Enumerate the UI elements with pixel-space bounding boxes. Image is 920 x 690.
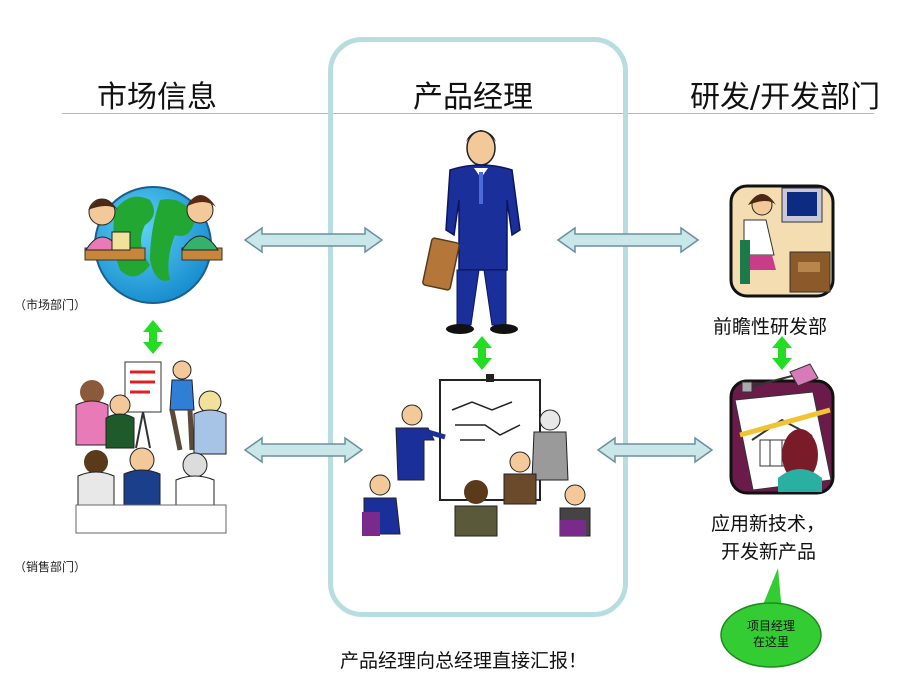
- apply-tech-label-line2: 开发新产品: [721, 541, 817, 563]
- header-product-manager: 产品经理: [413, 80, 533, 115]
- sales-audience-illustration: [75, 360, 227, 534]
- bubble-text: 项目经理 在这里: [731, 618, 811, 650]
- globe-phone-illustration: [84, 186, 223, 304]
- green-arrow-pm-meeting: [472, 336, 492, 370]
- header-divider: [62, 113, 874, 114]
- bubble-line-2: 在这里: [752, 635, 789, 649]
- project-manager-bubble: [720, 568, 822, 668]
- arrow-meeting-to-newproduct: [596, 436, 714, 464]
- green-arrow-market-sales: [143, 320, 163, 354]
- new-product-illustration: [729, 363, 835, 495]
- bubble-line-1: 项目经理: [746, 619, 795, 633]
- header-market-info: 市场信息: [97, 80, 217, 115]
- header-rd-department: 研发/开发部门: [690, 80, 881, 115]
- arrow-market-to-pm: [243, 226, 384, 254]
- call-center-illustration: [729, 184, 835, 298]
- footer-note: 产品经理向总经理直接汇报！: [340, 650, 588, 672]
- apply-tech-label-line1: 应用新技术，: [711, 513, 826, 535]
- businessman-illustration: [422, 130, 521, 334]
- arrow-pm-to-rd: [556, 226, 700, 254]
- sales-dept-label: （销售部门）: [14, 560, 87, 574]
- product-manager-frame: [328, 37, 628, 617]
- green-arrow-rd-newproduct: [772, 336, 792, 370]
- meeting-illustration: [362, 374, 591, 537]
- arrow-sales-to-meeting: [243, 436, 364, 464]
- advanced-rd-label: 前瞻性研发部: [713, 316, 828, 338]
- market-dept-label: （市场部门）: [14, 298, 87, 312]
